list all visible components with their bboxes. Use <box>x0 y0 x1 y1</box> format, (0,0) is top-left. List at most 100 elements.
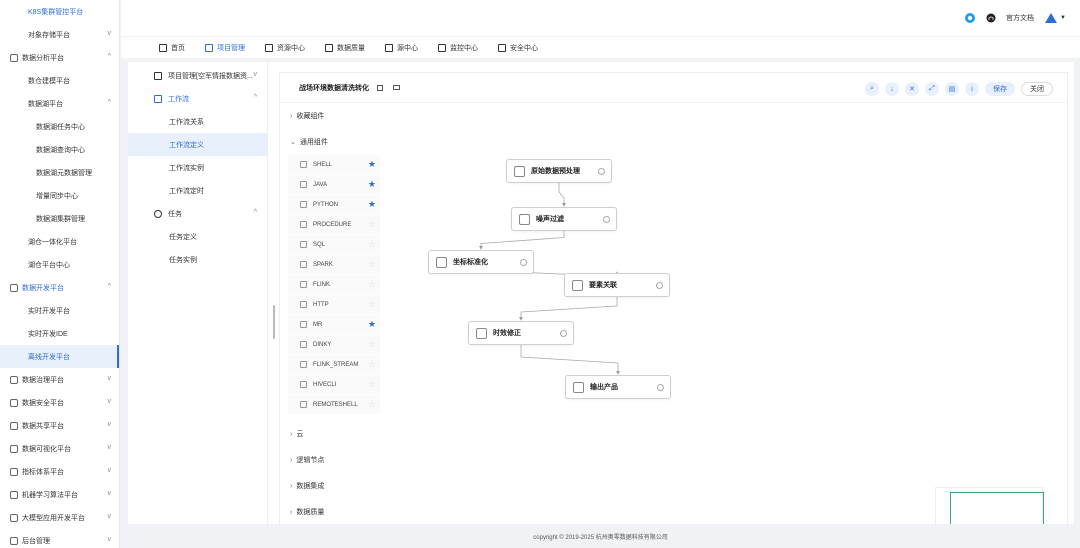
group-favorites[interactable]: ›收藏组件 <box>280 103 383 129</box>
close-button[interactable]: 关闭 <box>1021 82 1053 96</box>
minimap[interactable] <box>935 487 1044 526</box>
star-icon[interactable]: ☆ <box>367 339 376 349</box>
minimap-viewport[interactable] <box>950 492 1044 526</box>
dag-node[interactable]: 噪声过滤 <box>511 207 617 231</box>
sidebar-item[interactable]: 数据分析平台^ <box>0 46 119 69</box>
star-icon[interactable]: ☆ <box>367 359 376 369</box>
sidebar-item[interactable]: 离线开发平台 <box>0 345 119 368</box>
star-icon[interactable]: ★ <box>367 199 376 209</box>
sidebar-item[interactable]: 数据湖集群管理 <box>0 207 119 230</box>
menu-item[interactable]: 安全中心 <box>498 43 538 53</box>
sidebar-item[interactable]: 数据湖平台^ <box>0 92 119 115</box>
component-item[interactable]: PROCEDURE☆ <box>288 215 380 235</box>
component-item[interactable]: SPARK☆ <box>288 255 380 275</box>
sidebar-item[interactable]: 湖仓平台中心 <box>0 253 119 276</box>
search-icon[interactable]: ⌕ <box>865 82 879 96</box>
component-item[interactable]: FLINK☆ <box>288 275 380 295</box>
star-icon[interactable]: ☆ <box>367 279 376 289</box>
group-general[interactable]: ⌄通用组件 <box>280 129 383 155</box>
component-item[interactable]: FLINK_STREAM☆ <box>288 355 380 375</box>
sidebar-item[interactable]: 数据湖元数据管理 <box>0 161 119 184</box>
star-icon[interactable]: ★ <box>367 319 376 329</box>
menu-item[interactable]: 数据质量 <box>325 43 365 53</box>
save-button[interactable]: 保存 <box>985 82 1015 96</box>
sidebar-item[interactable]: 实时开发平台 <box>0 299 119 322</box>
tree-item[interactable]: 任务实例 <box>128 248 267 271</box>
component-item[interactable]: DINKY☆ <box>288 335 380 355</box>
menu-item[interactable]: 项目管理 <box>205 43 245 53</box>
sidebar-item[interactable]: 数据湖查询中心 <box>0 138 119 161</box>
app-switch-icon[interactable] <box>964 12 976 24</box>
group-collapsed[interactable]: ›云 <box>280 421 383 447</box>
component-item[interactable]: HTTP☆ <box>288 295 380 315</box>
component-item[interactable]: HIVECLI☆ <box>288 375 380 395</box>
dag-node[interactable]: 输出产品 <box>565 375 671 399</box>
group-collapsed[interactable]: ›数据质量 <box>280 499 383 525</box>
component-item[interactable]: SQL☆ <box>288 235 380 255</box>
dag-node[interactable]: 坐标标准化 <box>428 250 534 274</box>
dag-canvas[interactable]: 原始数据预处理噪声过滤坐标标准化要素关联时效修正输出产品 <box>384 103 1068 525</box>
dag-node[interactable]: 时效修正 <box>468 321 574 345</box>
node-settings-icon[interactable] <box>656 282 663 289</box>
component-item[interactable]: JAVA★ <box>288 175 380 195</box>
sidebar-item[interactable]: 数仓建模平台 <box>0 69 119 92</box>
tree-item[interactable]: 工作流实例 <box>128 156 267 179</box>
tree-item[interactable]: 工作流定义 <box>128 133 267 156</box>
group-collapsed[interactable]: ›逻辑节点 <box>280 447 383 473</box>
node-settings-icon[interactable] <box>598 168 605 175</box>
star-icon[interactable]: ★ <box>367 159 376 169</box>
group-collapsed[interactable]: ›数据集成 <box>280 473 383 499</box>
component-item[interactable]: PYTHON★ <box>288 195 380 215</box>
sidebar-item[interactable]: 增量同步中心 <box>0 184 119 207</box>
dag-node[interactable]: 要素关联 <box>564 273 670 297</box>
fullscreen-icon[interactable]: ⤢ <box>925 82 939 96</box>
sidebar-item[interactable]: K8S集群管控平台 <box>0 0 119 23</box>
component-item[interactable]: SHELL★ <box>288 155 380 175</box>
component-item[interactable]: MR★ <box>288 315 380 335</box>
edit-name-icon[interactable] <box>393 85 400 90</box>
tree-item[interactable]: 工作流^ <box>128 87 267 110</box>
node-settings-icon[interactable] <box>603 216 610 223</box>
node-settings-icon[interactable] <box>657 384 664 391</box>
user-avatar[interactable]: ▼ <box>1044 12 1066 24</box>
sidebar-item[interactable]: 实时开发IDE <box>0 322 119 345</box>
sidebar-item[interactable]: 湖仓一体化平台 <box>0 230 119 253</box>
dag-node[interactable]: 原始数据预处理 <box>506 159 612 183</box>
star-icon[interactable]: ★ <box>367 179 376 189</box>
node-settings-icon[interactable] <box>560 330 567 337</box>
star-icon[interactable]: ☆ <box>367 239 376 249</box>
tree-scrollbar[interactable] <box>273 305 275 339</box>
node-settings-icon[interactable] <box>520 259 527 266</box>
star-icon[interactable]: ☆ <box>367 379 376 389</box>
star-icon[interactable]: ☆ <box>367 299 376 309</box>
tree-item[interactable]: 项目管理[空军情报数据资...v <box>128 64 267 87</box>
format-icon[interactable]: ▤ <box>945 82 959 96</box>
download-icon[interactable]: ↓ <box>885 82 899 96</box>
star-icon[interactable]: ☆ <box>367 399 376 409</box>
info-icon[interactable]: i <box>965 82 979 96</box>
sidebar-item[interactable]: 数据开发平台^ <box>0 276 119 299</box>
star-icon[interactable]: ☆ <box>367 219 376 229</box>
copy-icon[interactable] <box>377 84 383 91</box>
delete-icon[interactable]: ✕ <box>905 82 919 96</box>
tree-item[interactable]: 任务定义 <box>128 225 267 248</box>
menu-item[interactable]: 首页 <box>159 43 185 53</box>
star-icon[interactable]: ☆ <box>367 259 376 269</box>
menu-item[interactable]: 源中心 <box>385 43 418 53</box>
docs-link[interactable]: 官方文档 <box>1006 15 1035 22</box>
tree-item[interactable]: 工作流定时 <box>128 179 267 202</box>
sidebar-item[interactable]: 数据湖任务中心 <box>0 115 119 138</box>
component-item[interactable]: REMOTESHELL☆ <box>288 395 380 415</box>
github-icon[interactable] <box>986 13 996 23</box>
menu-item[interactable]: 资源中心 <box>265 43 305 53</box>
tree-item[interactable]: 任务^ <box>128 202 267 225</box>
